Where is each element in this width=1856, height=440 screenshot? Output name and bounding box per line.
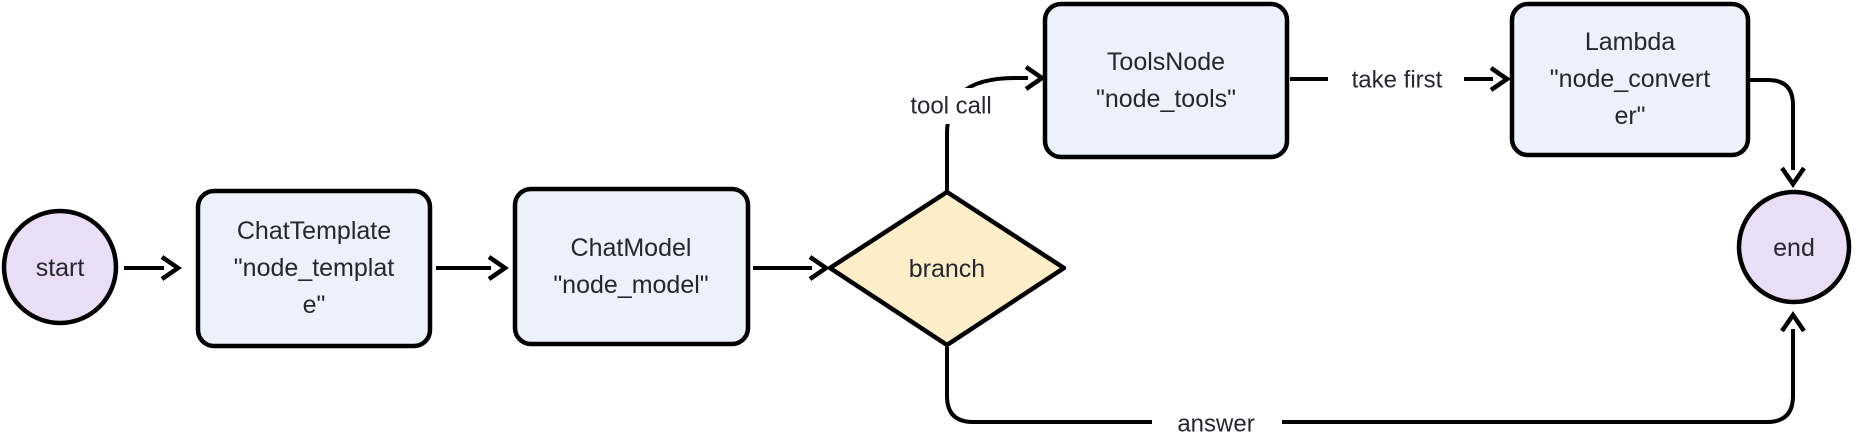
edge-label-take-first: take first — [1328, 60, 1464, 98]
edge-label-tool-call-text: tool call — [910, 93, 991, 120]
edge-label-tool-call: tool call — [886, 88, 1016, 124]
node-chat-template-line2: "node_templat — [234, 254, 394, 282]
edge-label-tool-call-bg — [886, 88, 1016, 124]
node-start-circle — [1, 208, 119, 326]
edge-model-to-branch-arrowhead — [808, 255, 830, 281]
node-end-label: end — [1773, 234, 1815, 262]
node-lambda-line3: er" — [1614, 102, 1645, 130]
node-lambda-line2: "node_convert — [1550, 65, 1710, 93]
edge-label-answer: answer — [1152, 404, 1282, 440]
node-branch-diamond — [827, 189, 1067, 348]
edge-label-take-first-bg — [1328, 60, 1464, 98]
edge-label-take-first-text: take first — [1352, 67, 1443, 94]
edge-lambda-to-end-arrowhead — [1780, 166, 1806, 188]
node-end-circle — [1736, 189, 1852, 305]
node-chat-template: ChatTemplate "node_templat e" — [195, 188, 433, 349]
node-lambda-box — [1509, 1, 1751, 158]
node-start-label: start — [36, 254, 85, 282]
edge-branch-to-end — [945, 329, 1795, 424]
node-tools: ToolsNode "node_tools" — [1042, 1, 1290, 160]
edge-start-to-template-arrowhead — [160, 255, 182, 281]
node-chat-template-line3: e" — [303, 291, 326, 319]
node-lambda-line1: Lambda — [1585, 28, 1675, 56]
node-start: start — [1, 208, 119, 326]
node-branch: branch — [827, 189, 1067, 348]
edge-lambda-to-end — [1748, 78, 1795, 170]
node-chat-model: ChatModel "node_model" — [512, 186, 751, 347]
node-lambda: Lambda "node_convert er" — [1509, 1, 1751, 158]
node-chat-template-box — [195, 188, 433, 349]
node-chat-model-line2: "node_model" — [553, 271, 708, 299]
node-chat-template-line1: ChatTemplate — [237, 217, 391, 245]
edge-label-answer-bg — [1152, 404, 1282, 440]
node-tools-line2: "node_tools" — [1096, 85, 1236, 113]
node-tools-line1: ToolsNode — [1107, 48, 1225, 76]
edge-template-to-model-arrowhead — [487, 255, 509, 281]
edge-branch-to-tools-arrowhead — [1024, 65, 1046, 91]
edge-tools-to-lambda-arrowhead — [1489, 66, 1511, 92]
node-end: end — [1736, 189, 1852, 305]
node-chat-model-box — [512, 186, 751, 347]
edge-branch-to-end-arrowhead — [1780, 311, 1806, 333]
node-chat-model-line1: ChatModel — [571, 234, 692, 262]
node-branch-label: branch — [909, 255, 985, 283]
node-tools-box — [1042, 1, 1290, 160]
edge-label-answer-text: answer — [1177, 411, 1254, 438]
